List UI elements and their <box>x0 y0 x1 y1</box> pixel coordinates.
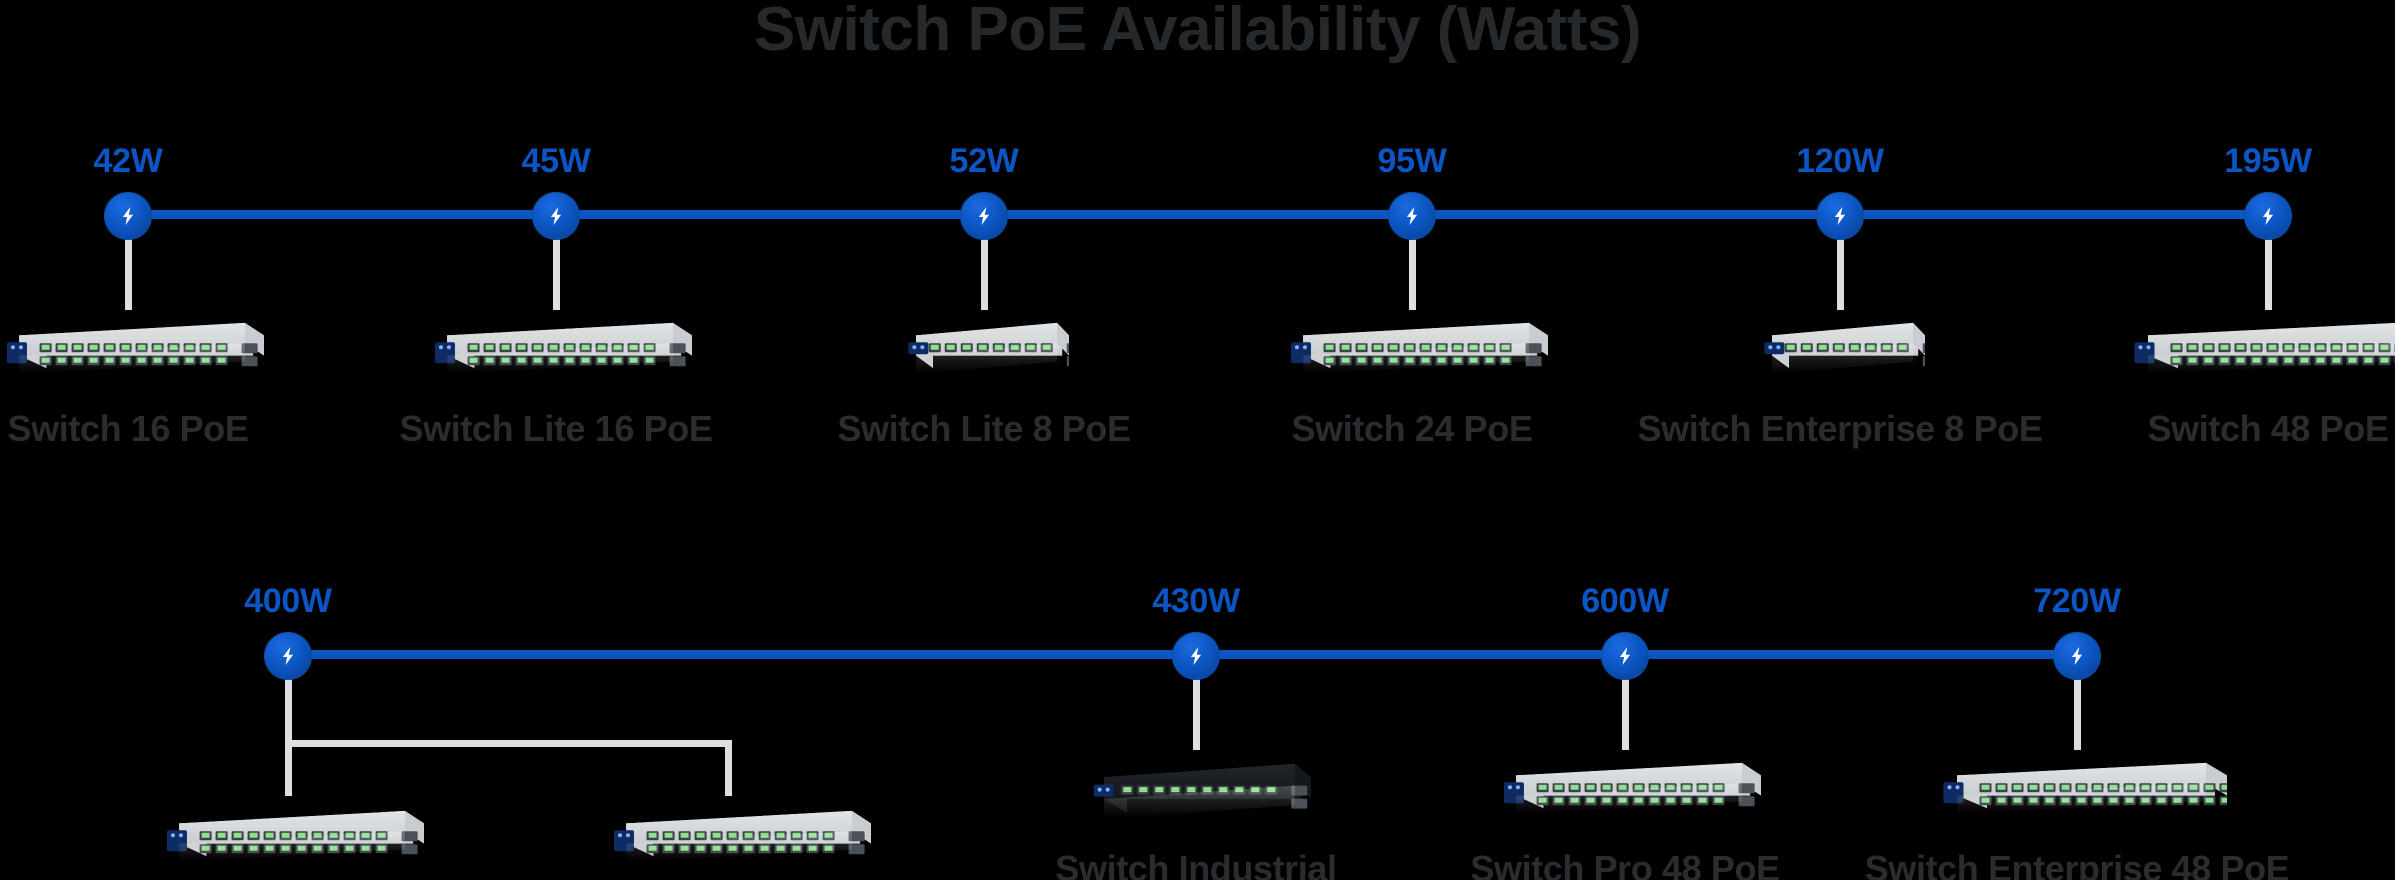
connector-stem <box>552 238 560 310</box>
poe-node-52w[interactable] <box>960 192 1008 240</box>
device-label: Switch Enterprise 48 PoE <box>1864 848 2290 880</box>
device-label: Switch Lite 16 PoE <box>399 408 713 449</box>
timeline-row-1: 42W Switch 16 Po <box>0 142 2395 449</box>
device-image-switch-industrial <box>1081 752 1311 836</box>
poe-node-430w[interactable] <box>1172 632 1220 680</box>
watt-label: 52W <box>949 142 1019 180</box>
device-label: Switch Enterprise 8 PoE <box>1637 408 2043 449</box>
poe-node-95w[interactable] <box>1388 192 1436 240</box>
device-image-switch-lite-8-poe <box>899 312 1069 390</box>
lightning-bolt-icon <box>973 205 995 227</box>
watt-label: 400W <box>244 582 332 620</box>
poe-node-45w[interactable] <box>532 192 580 240</box>
device-label: Switch Industrial <box>1055 848 1337 880</box>
device-image-switch-lite-16-poe <box>420 312 692 390</box>
lightning-bolt-icon <box>2257 205 2279 227</box>
device-image-switch-pro-48-poe <box>1489 752 1761 830</box>
connector-stem <box>1192 678 1200 750</box>
device-image-switch-24-poe <box>1276 312 1548 390</box>
lightning-bolt-icon <box>1614 645 1636 667</box>
device-label: Switch Pro 48 PoE <box>1470 848 1780 880</box>
lightning-bolt-icon <box>277 645 299 667</box>
watt-label: 42W <box>93 142 163 180</box>
device-image-switch-enterprise-24-poe <box>599 800 871 878</box>
device-image-switch-16-poe <box>0 312 264 390</box>
connector-stem <box>1408 238 1416 310</box>
poe-node-400w[interactable] <box>264 632 312 680</box>
timeline-rail-1 <box>128 210 2268 219</box>
device-image-switch-enterprise-48-poe <box>1927 752 2227 830</box>
connector-stem <box>1621 678 1629 750</box>
watt-label: 195W <box>2224 142 2312 180</box>
watt-label: 720W <box>2033 582 2121 620</box>
poe-node-120w[interactable] <box>1816 192 1864 240</box>
connector-stem <box>2073 678 2081 750</box>
device-label: Switch 24 PoE <box>1291 408 1533 449</box>
poe-node-720w[interactable] <box>2053 632 2101 680</box>
connector-stem <box>980 238 988 310</box>
timeline-row-2: 400W Switch Pro <box>0 440 2395 880</box>
watt-label: 430W <box>1152 582 1240 620</box>
lightning-bolt-icon <box>117 205 139 227</box>
connector-stem <box>1836 238 1844 310</box>
watt-label: 45W <box>521 142 591 180</box>
connector-stem <box>2264 238 2272 310</box>
watt-label: 120W <box>1796 142 1884 180</box>
page-title: Switch PoE Availability (Watts) <box>753 0 1642 64</box>
lightning-bolt-icon <box>1185 645 1207 667</box>
lightning-bolt-icon <box>1401 205 1423 227</box>
poe-node-195w[interactable] <box>2244 192 2292 240</box>
poe-node-600w[interactable] <box>1601 632 1649 680</box>
device-label: Switch Lite 8 PoE <box>837 408 1131 449</box>
device-image-switch-enterprise-8-poe <box>1755 312 1925 390</box>
lightning-bolt-icon <box>1829 205 1851 227</box>
connector-stem <box>124 238 132 310</box>
device-image-switch-pro-24-poe <box>152 800 424 878</box>
lightning-bolt-icon <box>2066 645 2088 667</box>
device-image-switch-48-poe <box>2118 312 2395 390</box>
device-label: Switch 48 PoE <box>2147 408 2389 449</box>
lightning-bolt-icon <box>545 205 567 227</box>
poe-node-42w[interactable] <box>104 192 152 240</box>
device-label: Switch 16 PoE <box>7 408 249 449</box>
watt-label: 95W <box>1377 142 1447 180</box>
watt-label: 600W <box>1581 582 1669 620</box>
